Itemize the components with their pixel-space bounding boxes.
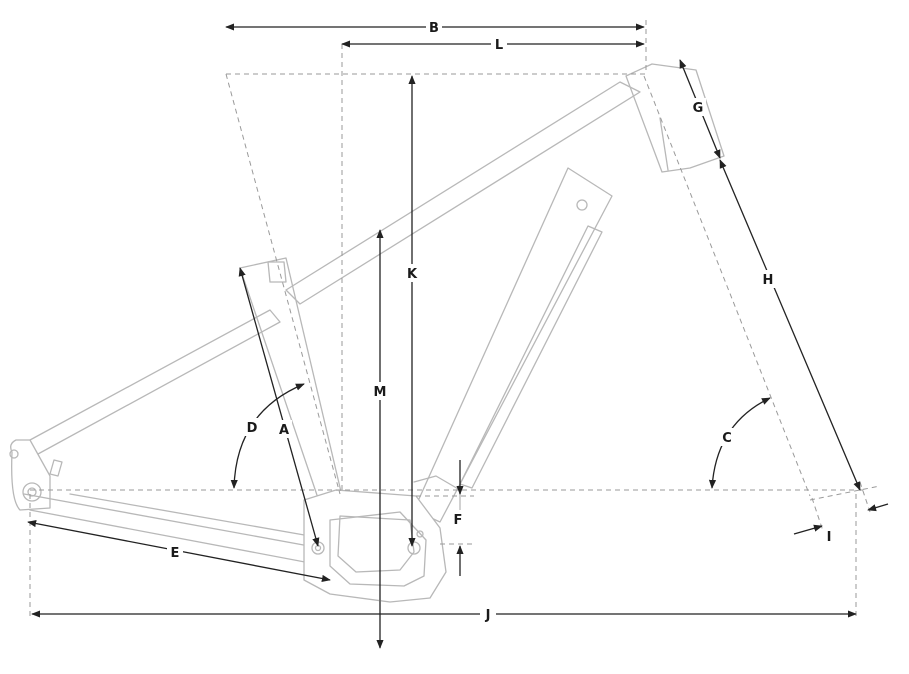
dimension-i-line-left [793,524,823,535]
label-h: H [760,270,776,288]
dimension-label-text: D [247,421,258,436]
dimension-h-line [719,159,861,491]
label-b: B [426,19,442,36]
label-c: C [719,428,735,446]
dimension-label-text: H [763,273,774,288]
bike-frame-outline [9,63,725,603]
dimension-label-text: J [485,608,491,623]
dimension-labels: B L K M A D E J F G H C I [167,19,835,623]
label-e: E [167,543,183,561]
label-g: G [690,98,706,116]
label-k: K [403,264,421,282]
dimension-label-text: M [374,385,387,400]
dimension-label-text: F [454,513,463,528]
label-f: F [450,510,466,528]
dimension-label-text: I [827,530,832,545]
dimension-label-text: G [693,101,704,116]
dimension-label-text: L [495,38,503,53]
dimension-label-text: B [429,21,439,36]
label-d: D [244,418,260,436]
label-l: L [491,36,507,53]
dimension-a-line [238,267,320,547]
dimension-i-line-right [867,503,889,512]
dimension-label-text: K [407,267,418,282]
label-i: I [823,527,835,545]
label-a: A [276,420,292,438]
label-j: J [480,606,496,623]
dimension-label-text: C [722,431,732,446]
dimension-lines [27,23,889,649]
dimension-label-text: A [279,423,289,438]
dimension-label-text: E [171,546,180,561]
label-m: M [370,382,390,400]
